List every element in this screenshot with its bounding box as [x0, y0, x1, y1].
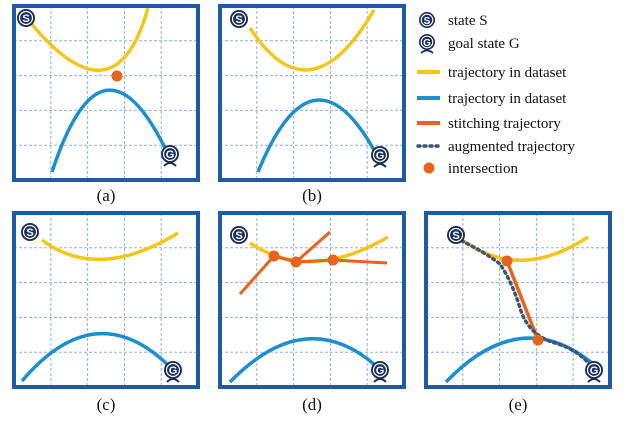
panel-grid	[220, 6, 404, 180]
start-state-icon: S	[419, 12, 435, 28]
panel-caption: (e)	[509, 395, 528, 414]
legend-label: goal state G	[448, 36, 520, 52]
panel-b: S G (b)	[218, 4, 406, 205]
stitching-trajectory	[295, 258, 334, 264]
legend-item-yellow: trajectory in dataset	[417, 65, 567, 81]
start-state-letter: S	[424, 16, 431, 27]
goal-state-letter: G	[169, 365, 178, 377]
goal-state-letter: G	[166, 149, 175, 161]
legend: S state S G goal state G trajectory in d…	[416, 12, 576, 177]
goal-state-icon: G	[164, 361, 182, 383]
yellow-trajectory	[28, 7, 150, 72]
goal-state-letter: G	[376, 365, 385, 377]
goal-state-icon: G	[161, 145, 179, 167]
legend-item-orange: stitching trajectory	[417, 116, 561, 132]
panel-grid	[14, 213, 198, 387]
panel-c: S G (c)	[12, 211, 200, 414]
panel-frame	[218, 4, 406, 182]
blue-trajectory	[228, 336, 377, 384]
blue-trajectory	[256, 98, 376, 173]
start-state-letter: S	[452, 230, 459, 242]
panel-grid	[426, 213, 610, 387]
goal-state-icon: G	[371, 146, 389, 168]
intersection-dot	[532, 334, 544, 346]
goal-state-icon: G	[585, 361, 603, 383]
stitching-trajectory	[295, 230, 331, 264]
legend-item-blue: trajectory in dataset	[417, 91, 567, 107]
legend-label: intersection	[448, 161, 518, 177]
intersection-dot-icon	[423, 162, 435, 174]
legend-label: trajectory in dataset	[448, 91, 567, 107]
start-state-letter: S	[235, 230, 242, 242]
goal-state-icon: G	[371, 361, 389, 383]
blue-trajectory	[20, 331, 170, 383]
legend-label: augmented trajectory	[448, 139, 576, 155]
yellow-trajectory	[460, 235, 589, 262]
start-state-letter: S	[26, 227, 33, 239]
legend-item-dotted: augmented trajectory	[416, 139, 576, 155]
legend-label: stitching trajectory	[448, 116, 561, 132]
panel-frame	[424, 211, 612, 389]
panel-d: S G (d)	[218, 211, 406, 414]
legend-item-dot: intersection	[423, 161, 518, 177]
goal-state-letter: G	[590, 365, 599, 377]
panel-caption: (b)	[302, 186, 322, 205]
augmented-trajectory	[454, 236, 596, 372]
panel-background	[220, 213, 404, 387]
panel-e: S G (e)	[424, 211, 612, 414]
start-state-icon: S	[230, 10, 248, 28]
intersection-dot	[327, 254, 339, 266]
stitching-trajectory	[505, 260, 540, 341]
intersection-dot	[290, 256, 302, 268]
yellow-trajectory	[248, 9, 376, 72]
legend-label: state S	[448, 13, 488, 29]
goal-state-letter: G	[376, 150, 385, 162]
panel-frame	[12, 211, 200, 389]
blue-trajectory	[50, 88, 168, 173]
panel-frame	[218, 211, 406, 389]
legend-item-start: S state S	[419, 12, 488, 29]
goal-state-letter: G	[423, 38, 431, 49]
goal-state-icon: G	[419, 34, 435, 54]
yellow-trajectory	[40, 231, 179, 262]
start-state-icon: S	[21, 223, 39, 241]
panel-caption: (c)	[97, 395, 116, 414]
intersection-dot	[268, 250, 280, 262]
panel-a: S G (a)	[12, 4, 200, 205]
start-state-icon: S	[230, 226, 248, 244]
start-state-icon: S	[447, 226, 465, 244]
panel-frame	[12, 4, 200, 182]
intersection-dot	[501, 255, 513, 267]
start-state-icon: S	[17, 9, 35, 27]
stitching-trajectory	[238, 254, 276, 296]
legend-label: trajectory in dataset	[448, 65, 567, 81]
panel-caption: (d)	[302, 395, 322, 414]
panel-caption: (a)	[97, 186, 116, 205]
legend-item-goal: G goal state G	[419, 34, 520, 54]
start-state-letter: S	[22, 13, 29, 25]
intersection-dot	[111, 70, 123, 82]
stitching-trajectory	[332, 258, 388, 265]
start-state-letter: S	[235, 14, 242, 26]
